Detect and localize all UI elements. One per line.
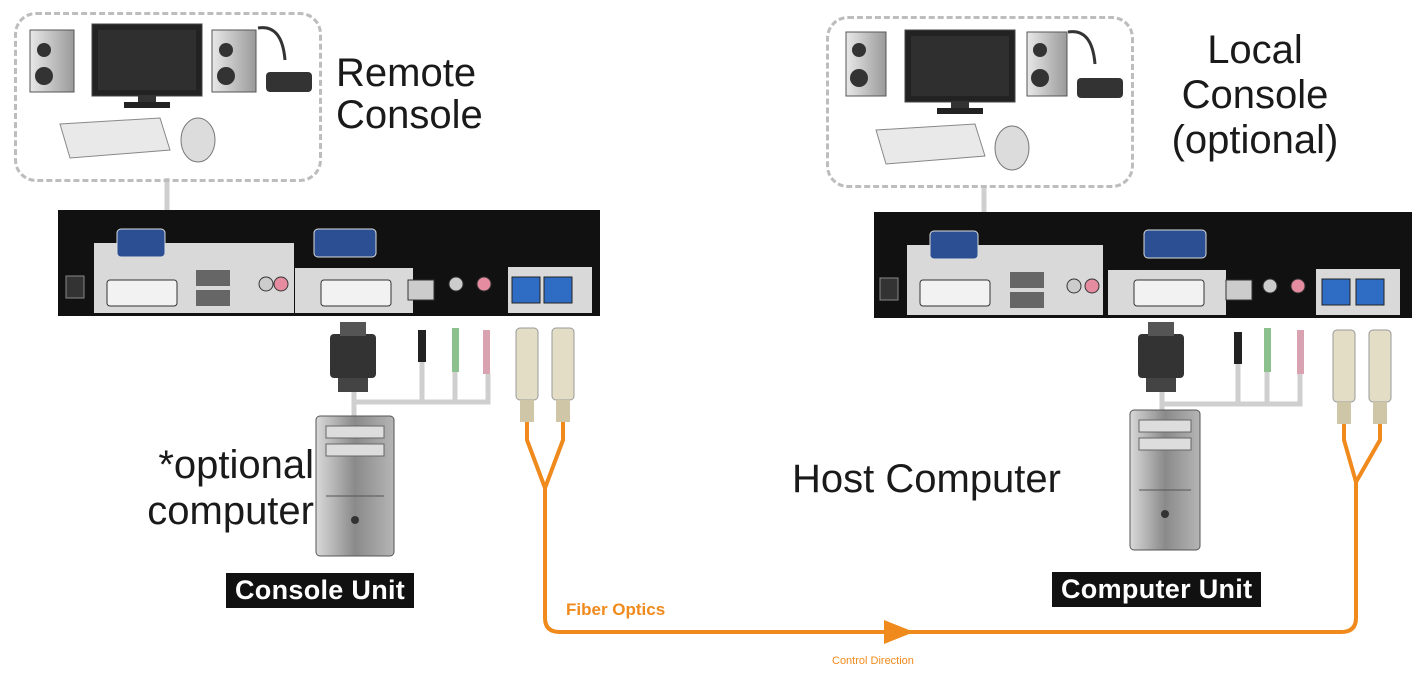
usb-plug-icon bbox=[418, 330, 426, 362]
local-console-label: Local Console (optional) bbox=[1140, 28, 1370, 163]
audio-port-icon bbox=[1084, 278, 1100, 294]
local-console-label-line2: Console bbox=[1181, 73, 1329, 117]
fiber-port-icon bbox=[543, 276, 573, 304]
dvi-port-icon bbox=[1133, 279, 1205, 307]
microphone-icon bbox=[1067, 30, 1097, 65]
audio-port-icon bbox=[1290, 278, 1306, 294]
fiber-port-icon bbox=[1321, 278, 1351, 306]
optional-computer-label: *optional computer bbox=[104, 442, 314, 534]
fiber-connector-icon bbox=[515, 327, 539, 401]
fiber-connector-icon bbox=[1368, 329, 1392, 403]
optional-computer-tower-icon bbox=[315, 415, 395, 557]
control-direction-arrow-icon bbox=[884, 620, 914, 644]
console-unit-badge: Console Unit bbox=[226, 573, 415, 608]
vga-port-icon bbox=[313, 228, 377, 258]
remote-console-frame bbox=[14, 12, 322, 182]
host-computer-tower-icon bbox=[1129, 409, 1201, 551]
microphone-icon bbox=[257, 26, 287, 61]
local-console-label-line3: (optional) bbox=[1171, 118, 1339, 162]
dvi-port-icon bbox=[919, 279, 991, 307]
audio-port-icon bbox=[476, 276, 492, 292]
audio-port-icon bbox=[448, 276, 464, 292]
mouse-icon bbox=[180, 117, 216, 163]
keyboard-icon bbox=[59, 117, 171, 159]
usb-plug-icon bbox=[1234, 332, 1242, 364]
dvi-connector-icon bbox=[1138, 334, 1184, 378]
usb-b-port-icon bbox=[1225, 279, 1253, 301]
local-console-frame bbox=[826, 16, 1134, 188]
power-port-icon bbox=[65, 275, 85, 299]
vga-port-icon bbox=[1143, 229, 1207, 259]
fiber-port-icon bbox=[1355, 278, 1385, 306]
computer-unit-device bbox=[874, 212, 1412, 318]
audio-port-icon bbox=[273, 276, 289, 292]
fiber-port-icon bbox=[511, 276, 541, 304]
remote-console-label-line1: Remote bbox=[336, 51, 477, 95]
speaker-icon bbox=[1026, 31, 1068, 97]
usb-port-icon bbox=[196, 270, 230, 286]
audio-plug-icon bbox=[483, 330, 490, 374]
vga-port-icon bbox=[116, 228, 166, 258]
fiber-connector-icon bbox=[1332, 329, 1356, 403]
computer-unit-badge: Computer Unit bbox=[1052, 572, 1262, 607]
usb-port-icon bbox=[196, 290, 230, 306]
audio-plug-icon bbox=[1297, 330, 1304, 374]
console-unit-device bbox=[58, 210, 600, 316]
speaker-icon bbox=[845, 31, 887, 97]
computer-unit-cables bbox=[1138, 322, 1392, 424]
dvi-port-icon bbox=[320, 279, 392, 307]
mouse-icon bbox=[994, 125, 1030, 171]
dvi-port-icon bbox=[106, 279, 178, 307]
usb-b-port-icon bbox=[407, 279, 435, 301]
remote-console-label: Remote Console bbox=[336, 52, 526, 136]
audio-plug-icon bbox=[452, 328, 459, 372]
console-unit-cables bbox=[330, 322, 575, 424]
usb-port-icon bbox=[1010, 272, 1044, 288]
audio-port-icon bbox=[1066, 278, 1082, 294]
remote-console-devices bbox=[29, 23, 312, 163]
control-direction-label: Control Direction bbox=[832, 655, 914, 667]
fiber-optics-label: Fiber Optics bbox=[566, 600, 666, 619]
optional-computer-label-line2: computer bbox=[147, 489, 314, 533]
remote-console-label-line2: Console bbox=[336, 93, 483, 137]
audio-port-icon bbox=[258, 276, 274, 292]
local-console-devices bbox=[845, 29, 1123, 171]
power-port-icon bbox=[879, 277, 899, 301]
vga-port-icon bbox=[929, 230, 979, 260]
host-computer-label: Host Computer bbox=[792, 457, 1061, 501]
optional-computer-label-line1: *optional bbox=[158, 443, 314, 487]
local-console-label-line1: Local bbox=[1207, 28, 1303, 72]
fiber-connector-icon bbox=[551, 327, 575, 401]
dvi-connector-icon bbox=[330, 334, 376, 378]
usb-port-icon bbox=[1010, 292, 1044, 308]
keyboard-icon bbox=[875, 123, 986, 165]
fiber-optic-cable bbox=[525, 422, 1382, 644]
audio-plug-icon bbox=[1264, 328, 1271, 372]
audio-port-icon bbox=[1262, 278, 1278, 294]
